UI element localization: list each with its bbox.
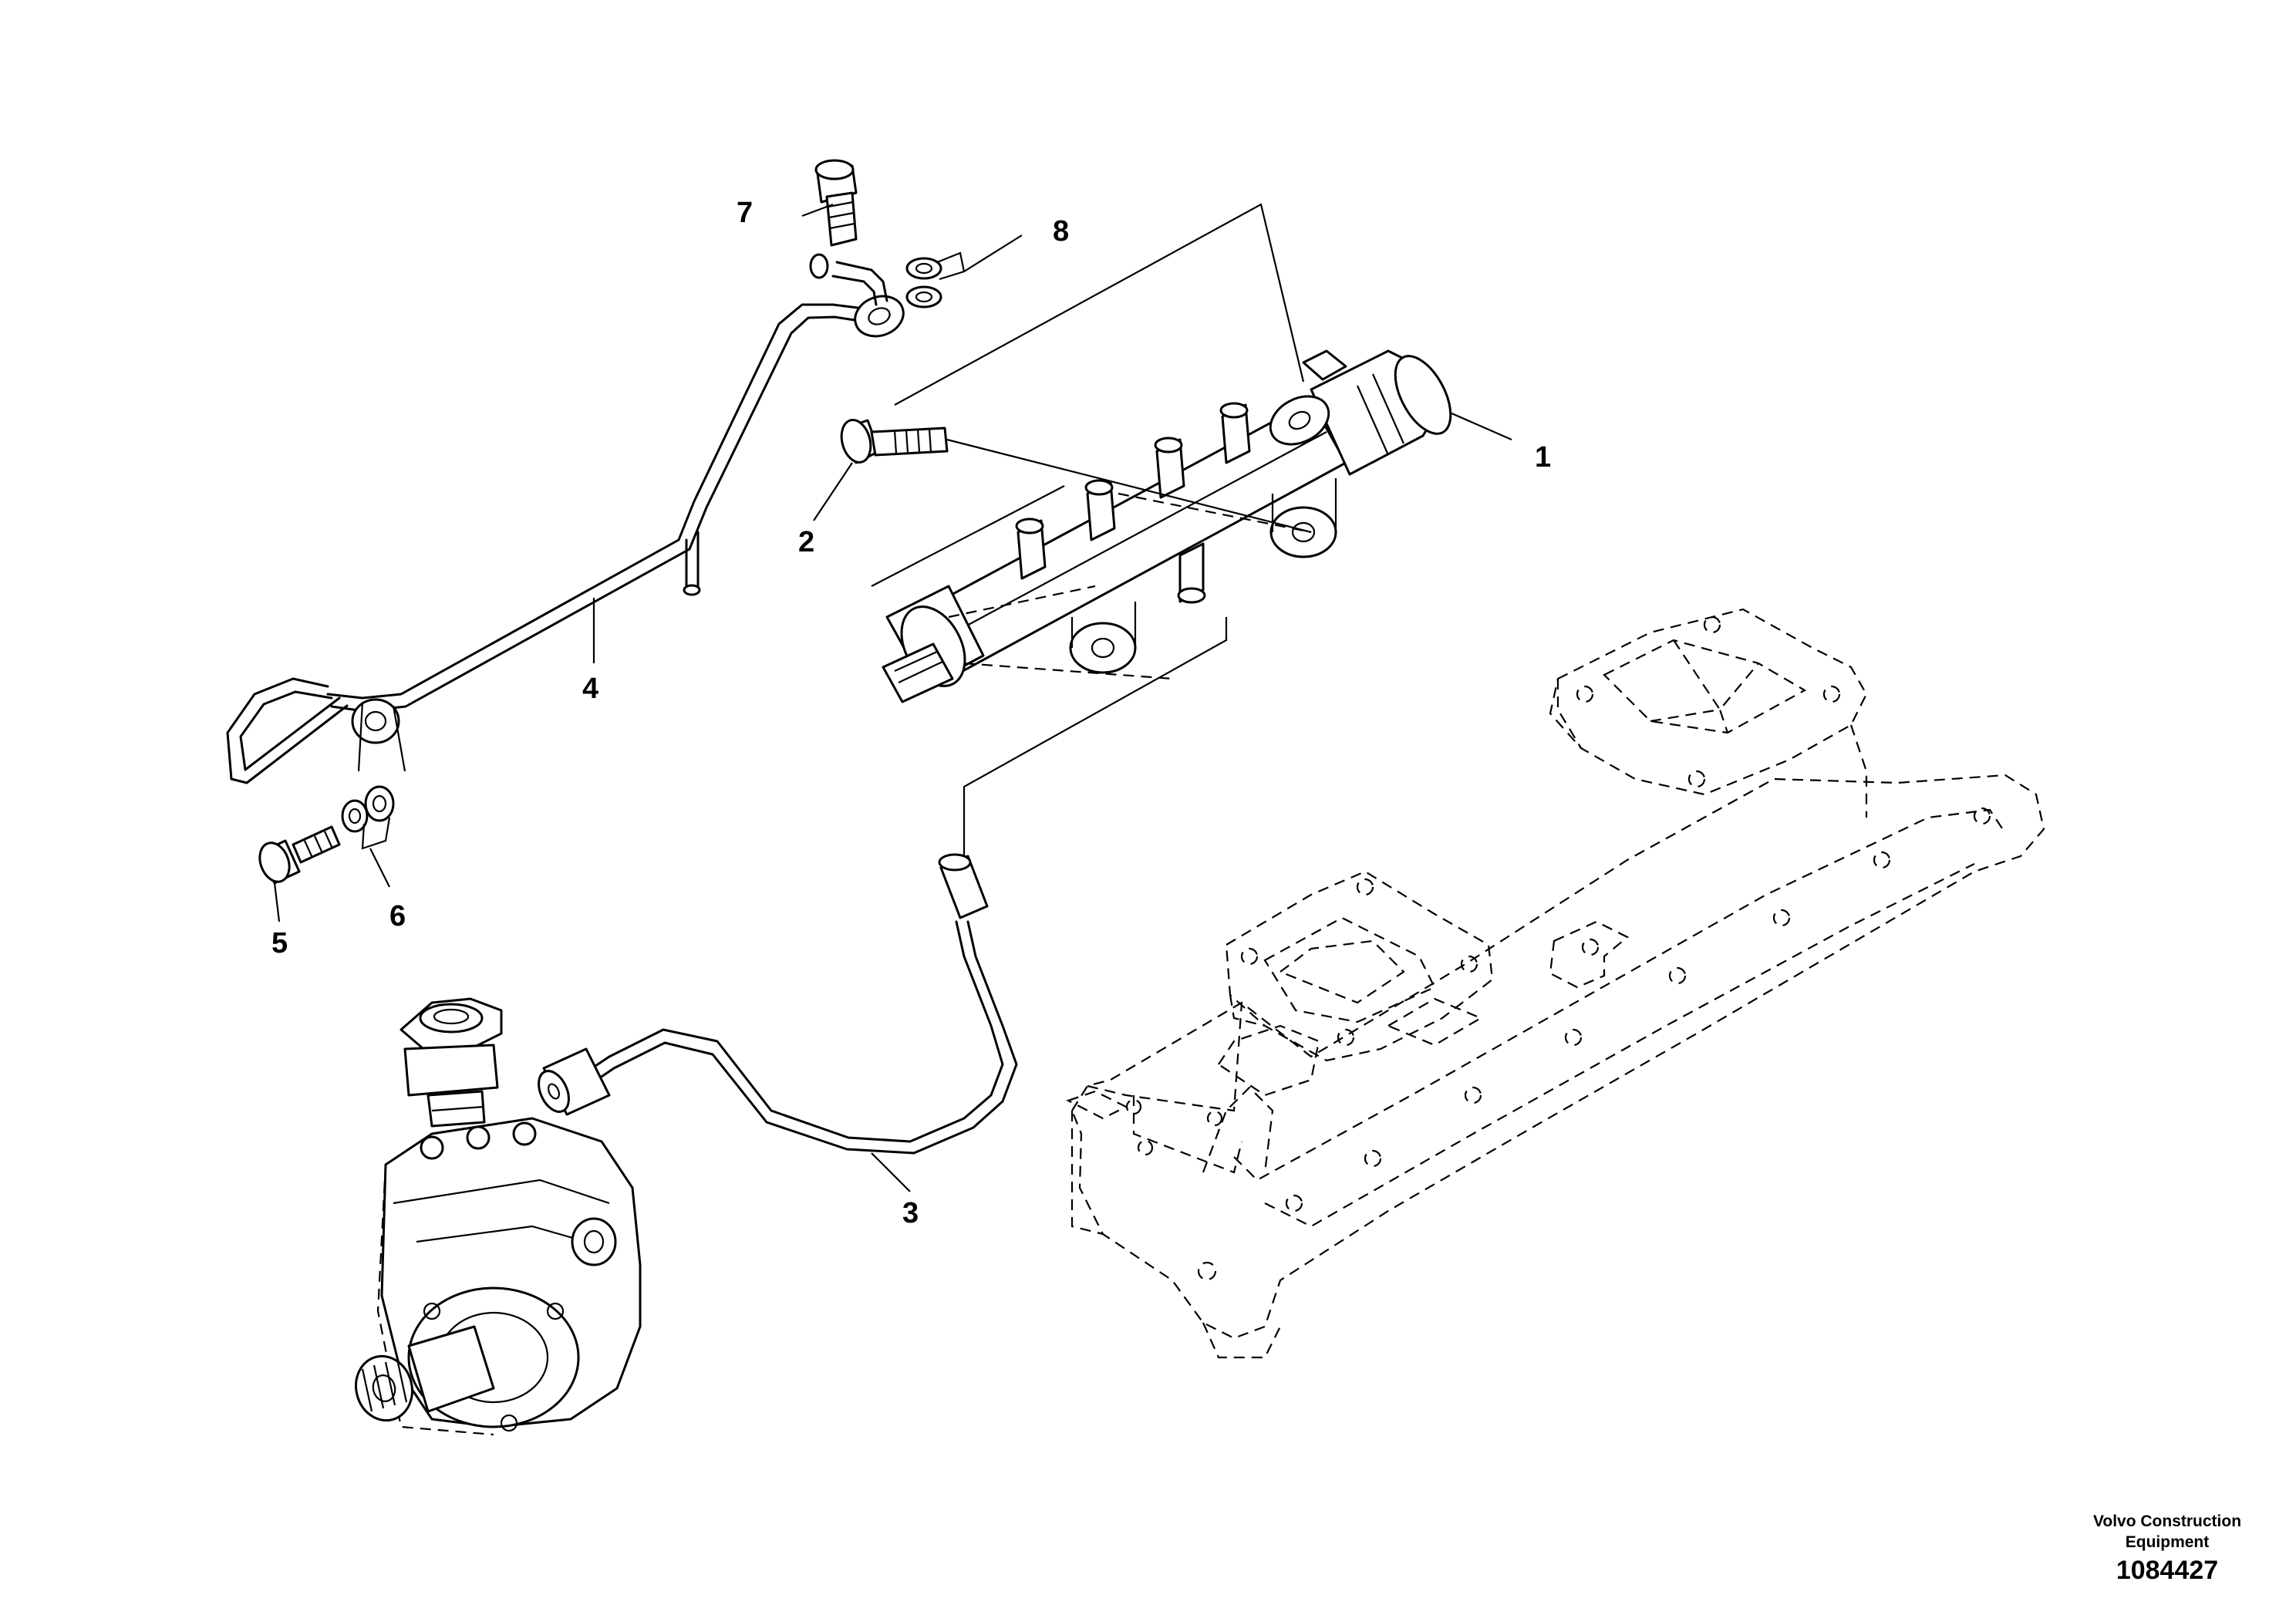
rail-mounting-bolt — [840, 419, 1312, 534]
callout-2: 2 — [798, 526, 814, 558]
banjo-bolt-lower — [258, 825, 341, 885]
callout-1: 1 — [1535, 441, 1551, 474]
callout-7: 7 — [737, 197, 753, 229]
high-pressure-fuel-pump — [355, 997, 642, 1436]
fuel-rail — [882, 349, 1452, 703]
callout-labels: 1 2 3 4 5 6 7 8 — [271, 197, 1551, 1229]
brand-name-line1: Volvo Construction — [2092, 1512, 2242, 1530]
intake-manifold — [1066, 774, 2045, 1359]
drawing-number: 1084427 — [2116, 1556, 2219, 1585]
brand-name-line2: Equipment — [2125, 1533, 2210, 1551]
leader-lines — [273, 203, 1512, 1192]
upper-flange — [1549, 608, 1868, 818]
callout-8: 8 — [1053, 215, 1069, 248]
callout-4: 4 — [582, 673, 598, 705]
high-pressure-pipe — [538, 617, 1228, 1155]
callout-3: 3 — [902, 1197, 919, 1229]
fuel-return-pipe — [226, 253, 905, 784]
sealing-washers-upper — [905, 251, 966, 309]
sealing-washers-lower — [341, 785, 395, 850]
banjo-bolt-upper — [814, 159, 858, 247]
lower-flange — [1225, 870, 1494, 1062]
callout-6: 6 — [389, 900, 406, 932]
callout-5: 5 — [271, 927, 288, 959]
